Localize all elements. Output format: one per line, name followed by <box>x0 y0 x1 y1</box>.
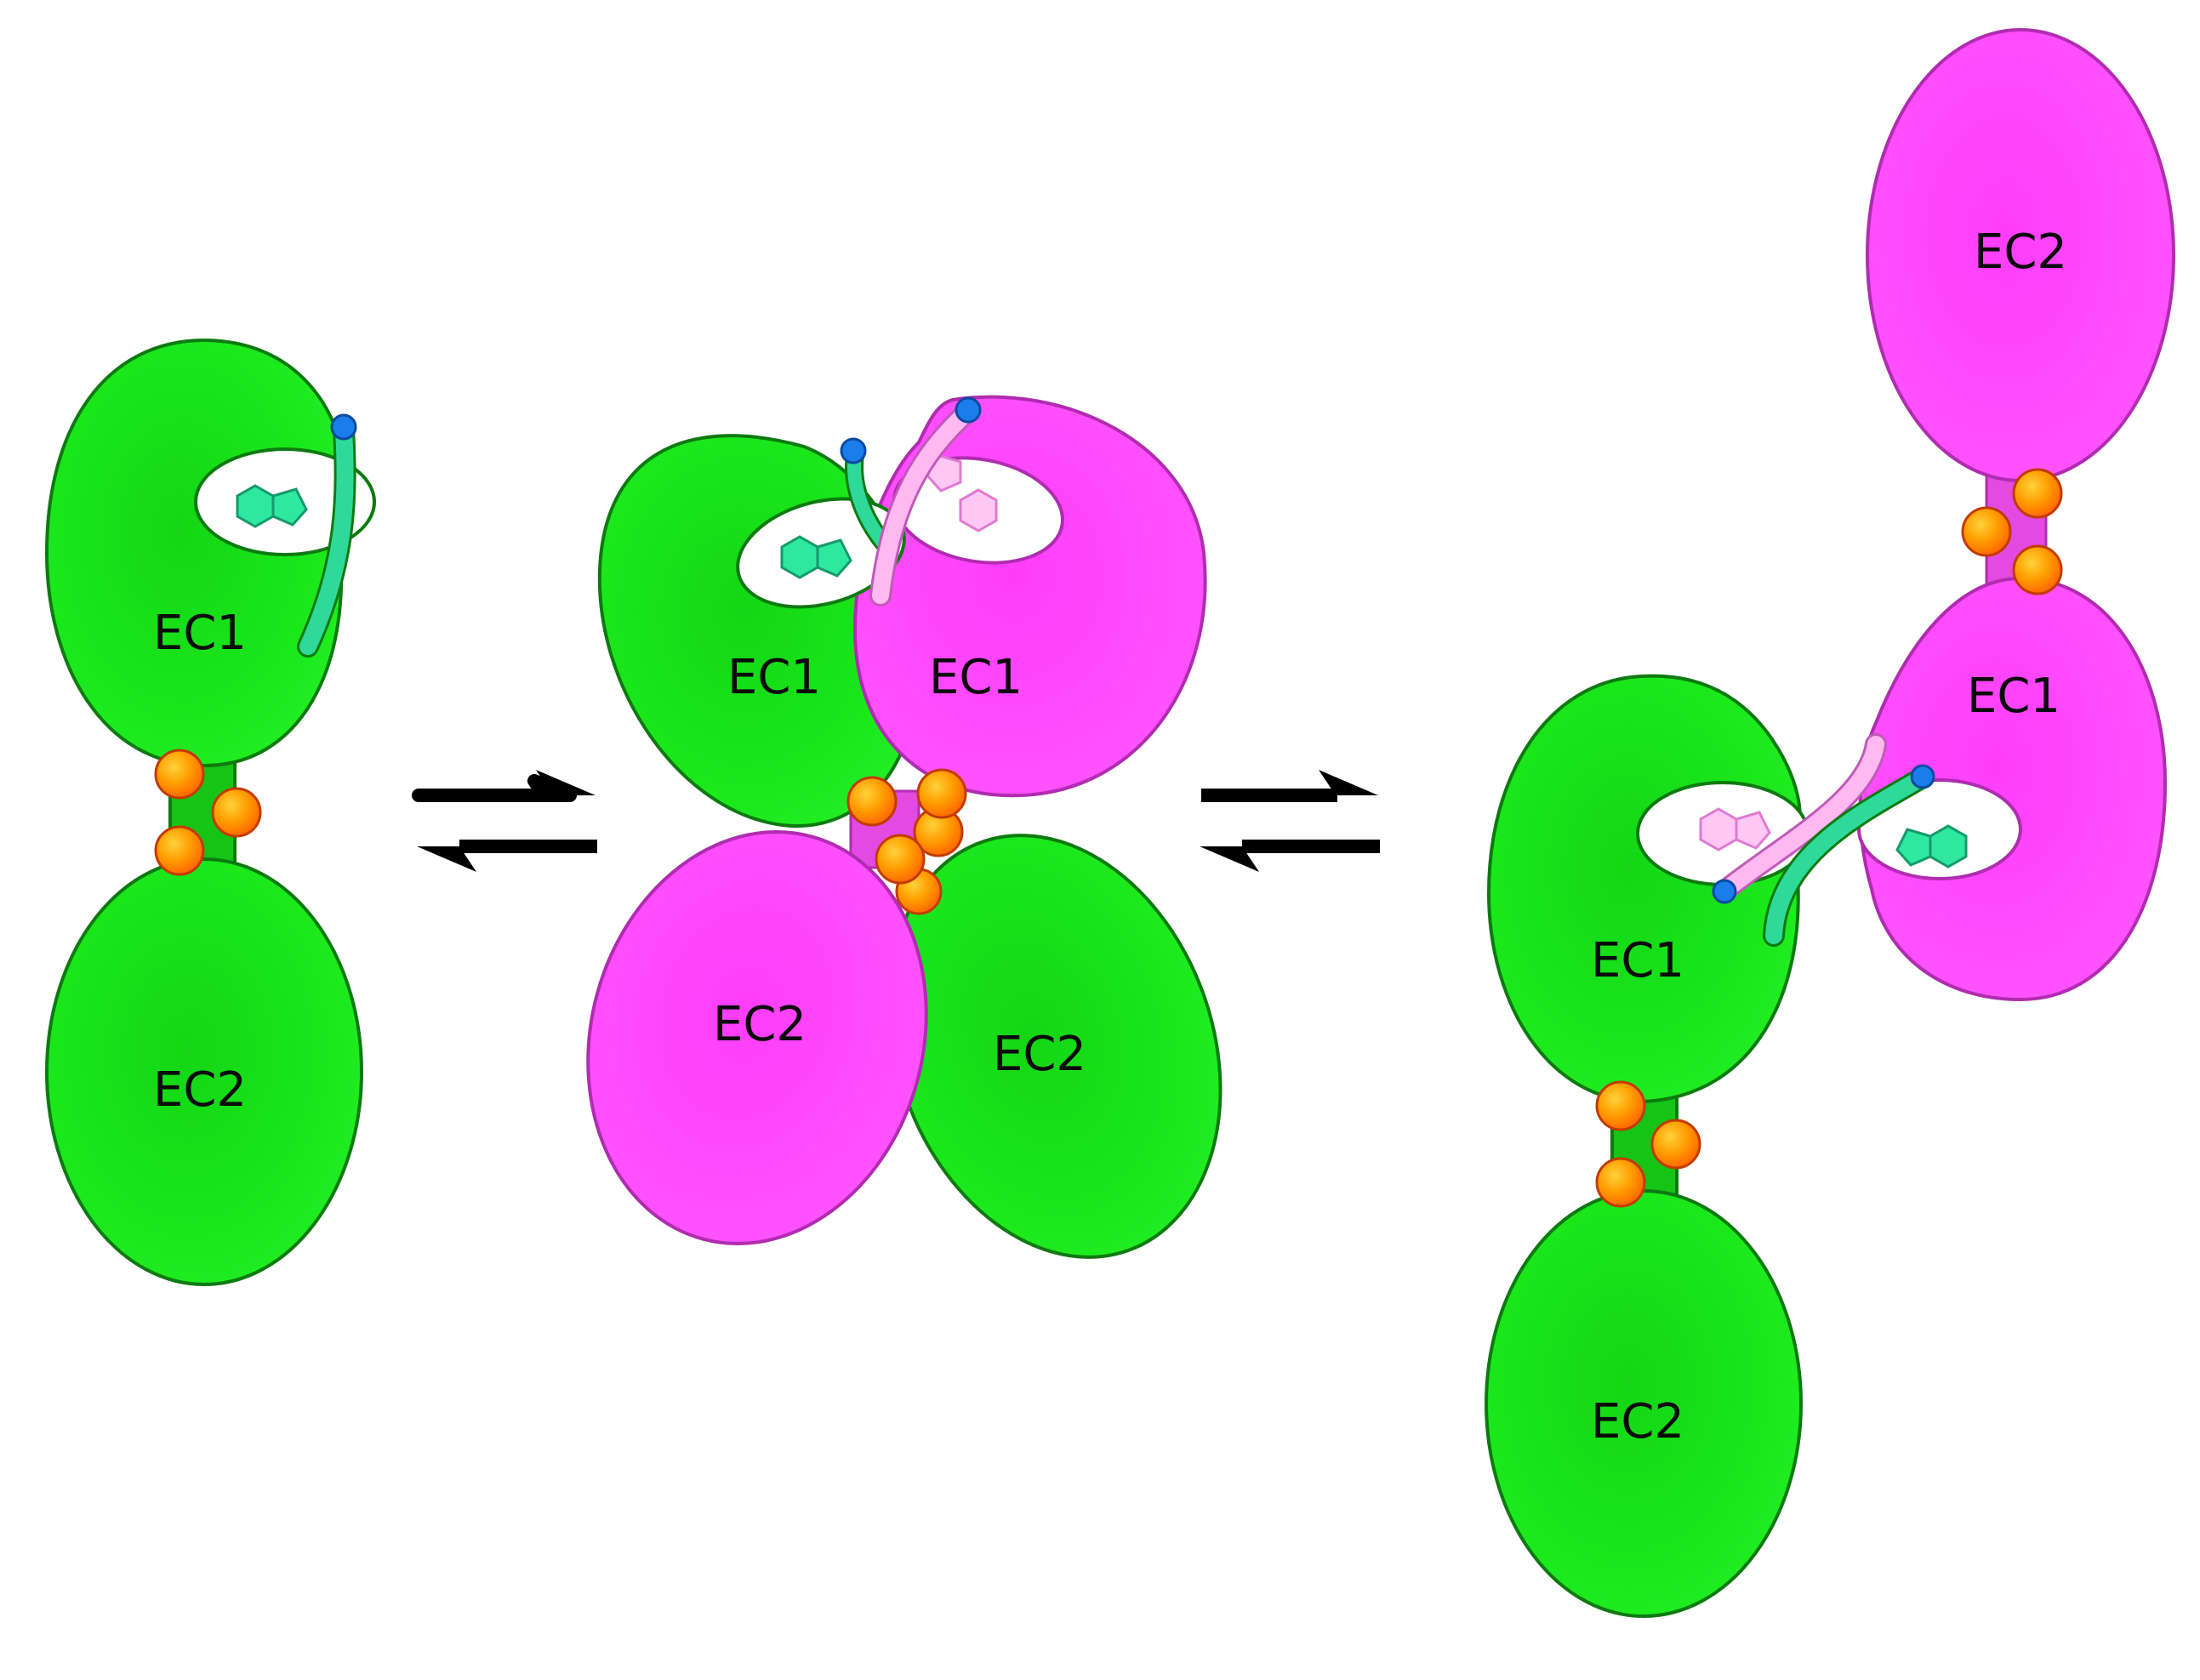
blue-dot-icon <box>1910 764 1935 789</box>
orange-sphere-icon <box>875 834 926 885</box>
blue-dot-icon <box>1712 879 1737 904</box>
blue-dot-icon <box>330 413 357 441</box>
green-ec2-label: EC2 <box>1591 1394 1684 1449</box>
orange-sphere-icon <box>846 776 898 827</box>
orange-sphere-icon <box>154 825 205 876</box>
green-ec1-label: EC1 <box>1591 933 1684 988</box>
blue-dot-icon <box>840 437 867 464</box>
orange-sphere-icon <box>211 787 262 838</box>
orange-sphere-icon <box>154 749 205 800</box>
monomer-ec2-domain <box>45 857 363 1286</box>
monomer-ec2-label: EC2 <box>153 1062 247 1118</box>
orange-sphere-icon <box>1961 506 2012 557</box>
orange-sphere-icon <box>916 768 967 819</box>
indole-ring-icon <box>1699 807 1771 851</box>
equilibrium-arrows-icon <box>1200 770 1380 872</box>
orange-sphere-icon <box>1595 1080 1646 1131</box>
orange-sphere-icon <box>2012 544 2063 595</box>
pink-ec2-label: EC2 <box>1974 225 2067 280</box>
pink-ec1-domain <box>1858 576 2168 1002</box>
monomer: EC1 EC2 <box>44 338 376 1286</box>
monomer-ec1-domain <box>44 338 347 768</box>
strand-swap-dimer: EC2 EC1 EC1 EC2 <box>1485 28 2175 1618</box>
indole-ring-icon <box>1895 824 1968 868</box>
x-dimer-left-ec2-label: EC2 <box>713 997 806 1052</box>
green-ec1-domain <box>1486 674 1802 1104</box>
x-dimer-right-ec2-label: EC2 <box>993 1027 1086 1082</box>
x-dimer-right-ec1-domain <box>852 395 1207 798</box>
monomer-ec1-label: EC1 <box>153 606 247 661</box>
x-dimer-left-ec1-label: EC1 <box>727 650 821 705</box>
orange-sphere-icon <box>2012 468 2063 519</box>
x-dimer: EC1 EC1 EC2 EC2 <box>586 395 1223 1259</box>
blue-dot-icon <box>955 396 982 424</box>
orange-sphere-icon <box>1595 1157 1646 1208</box>
equilibrium-arrows-icon <box>412 770 597 872</box>
x-dimer-right-ec1-label: EC1 <box>929 650 1023 705</box>
indole-ring-icon <box>780 535 852 579</box>
indole-ring-icon <box>236 484 308 528</box>
pink-ec1-label: EC1 <box>1967 669 2060 724</box>
x-dimer-left-ec2-domain <box>586 830 928 1245</box>
orange-sphere-icon <box>1650 1119 1701 1170</box>
